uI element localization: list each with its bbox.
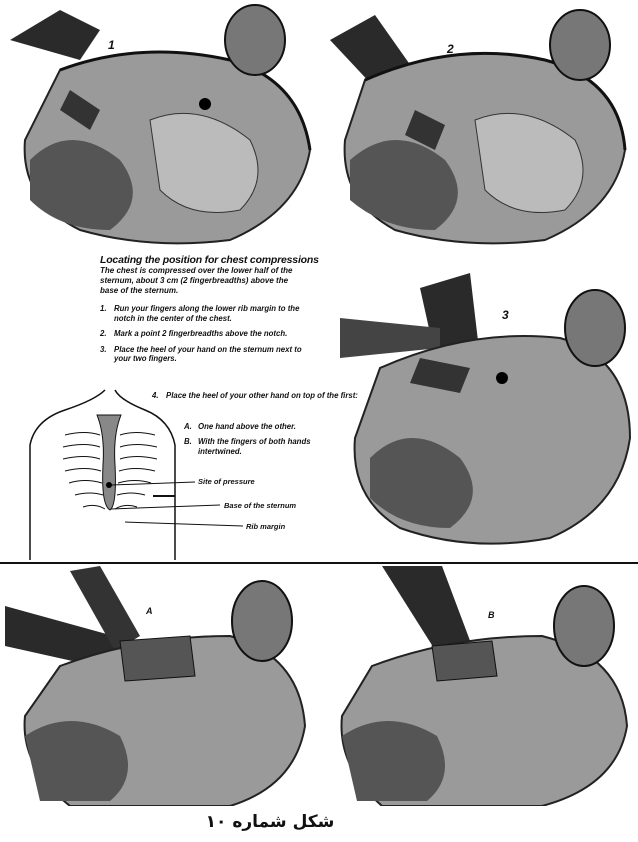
instructions-intro: The chest is compressed over the lower h… xyxy=(100,266,300,296)
instructions-heading: Locating the position for chest compress… xyxy=(100,254,400,266)
step-3: 3. Place the heel of your hand on the st… xyxy=(100,345,315,364)
panel-number-2: 2 xyxy=(447,42,454,56)
panel-number-1: 1 xyxy=(108,38,115,52)
illustration-panel-2: 2 xyxy=(325,0,638,250)
illustration-panel-1: 1 xyxy=(0,0,320,250)
step-text: Run your fingers along the lower rib mar… xyxy=(114,304,315,323)
panel-letter-a: A xyxy=(146,606,153,616)
label-site-of-pressure: Site of pressure xyxy=(198,477,255,486)
label-base-of-sternum: Base of the sternum xyxy=(224,501,296,510)
label-rib-margin: Rib margin xyxy=(246,522,285,531)
step-1: 1. Run your fingers along the lower rib … xyxy=(100,304,315,323)
illustration-panel-a: A xyxy=(0,566,320,806)
step-number: 3. xyxy=(100,345,114,364)
section-divider xyxy=(0,562,638,564)
sternum-diagram xyxy=(25,385,335,560)
panel-number-3: 3 xyxy=(502,308,509,322)
instructions-block: Locating the position for chest compress… xyxy=(100,254,400,370)
illustration-panel-b: B xyxy=(322,566,638,806)
step-number: 2. xyxy=(100,329,114,339)
step-text: Mark a point 2 fingerbreadths above the … xyxy=(114,329,315,339)
step-2: 2. Mark a point 2 fingerbreadths above t… xyxy=(100,329,315,339)
panel-letter-b: B xyxy=(488,610,495,620)
step-number: 1. xyxy=(100,304,114,323)
figure-caption: شکل شماره ۱۰ xyxy=(150,812,390,842)
steps-list: 1. Run your fingers along the lower rib … xyxy=(100,304,400,364)
step-text: Place the heel of your hand on the stern… xyxy=(114,345,315,364)
